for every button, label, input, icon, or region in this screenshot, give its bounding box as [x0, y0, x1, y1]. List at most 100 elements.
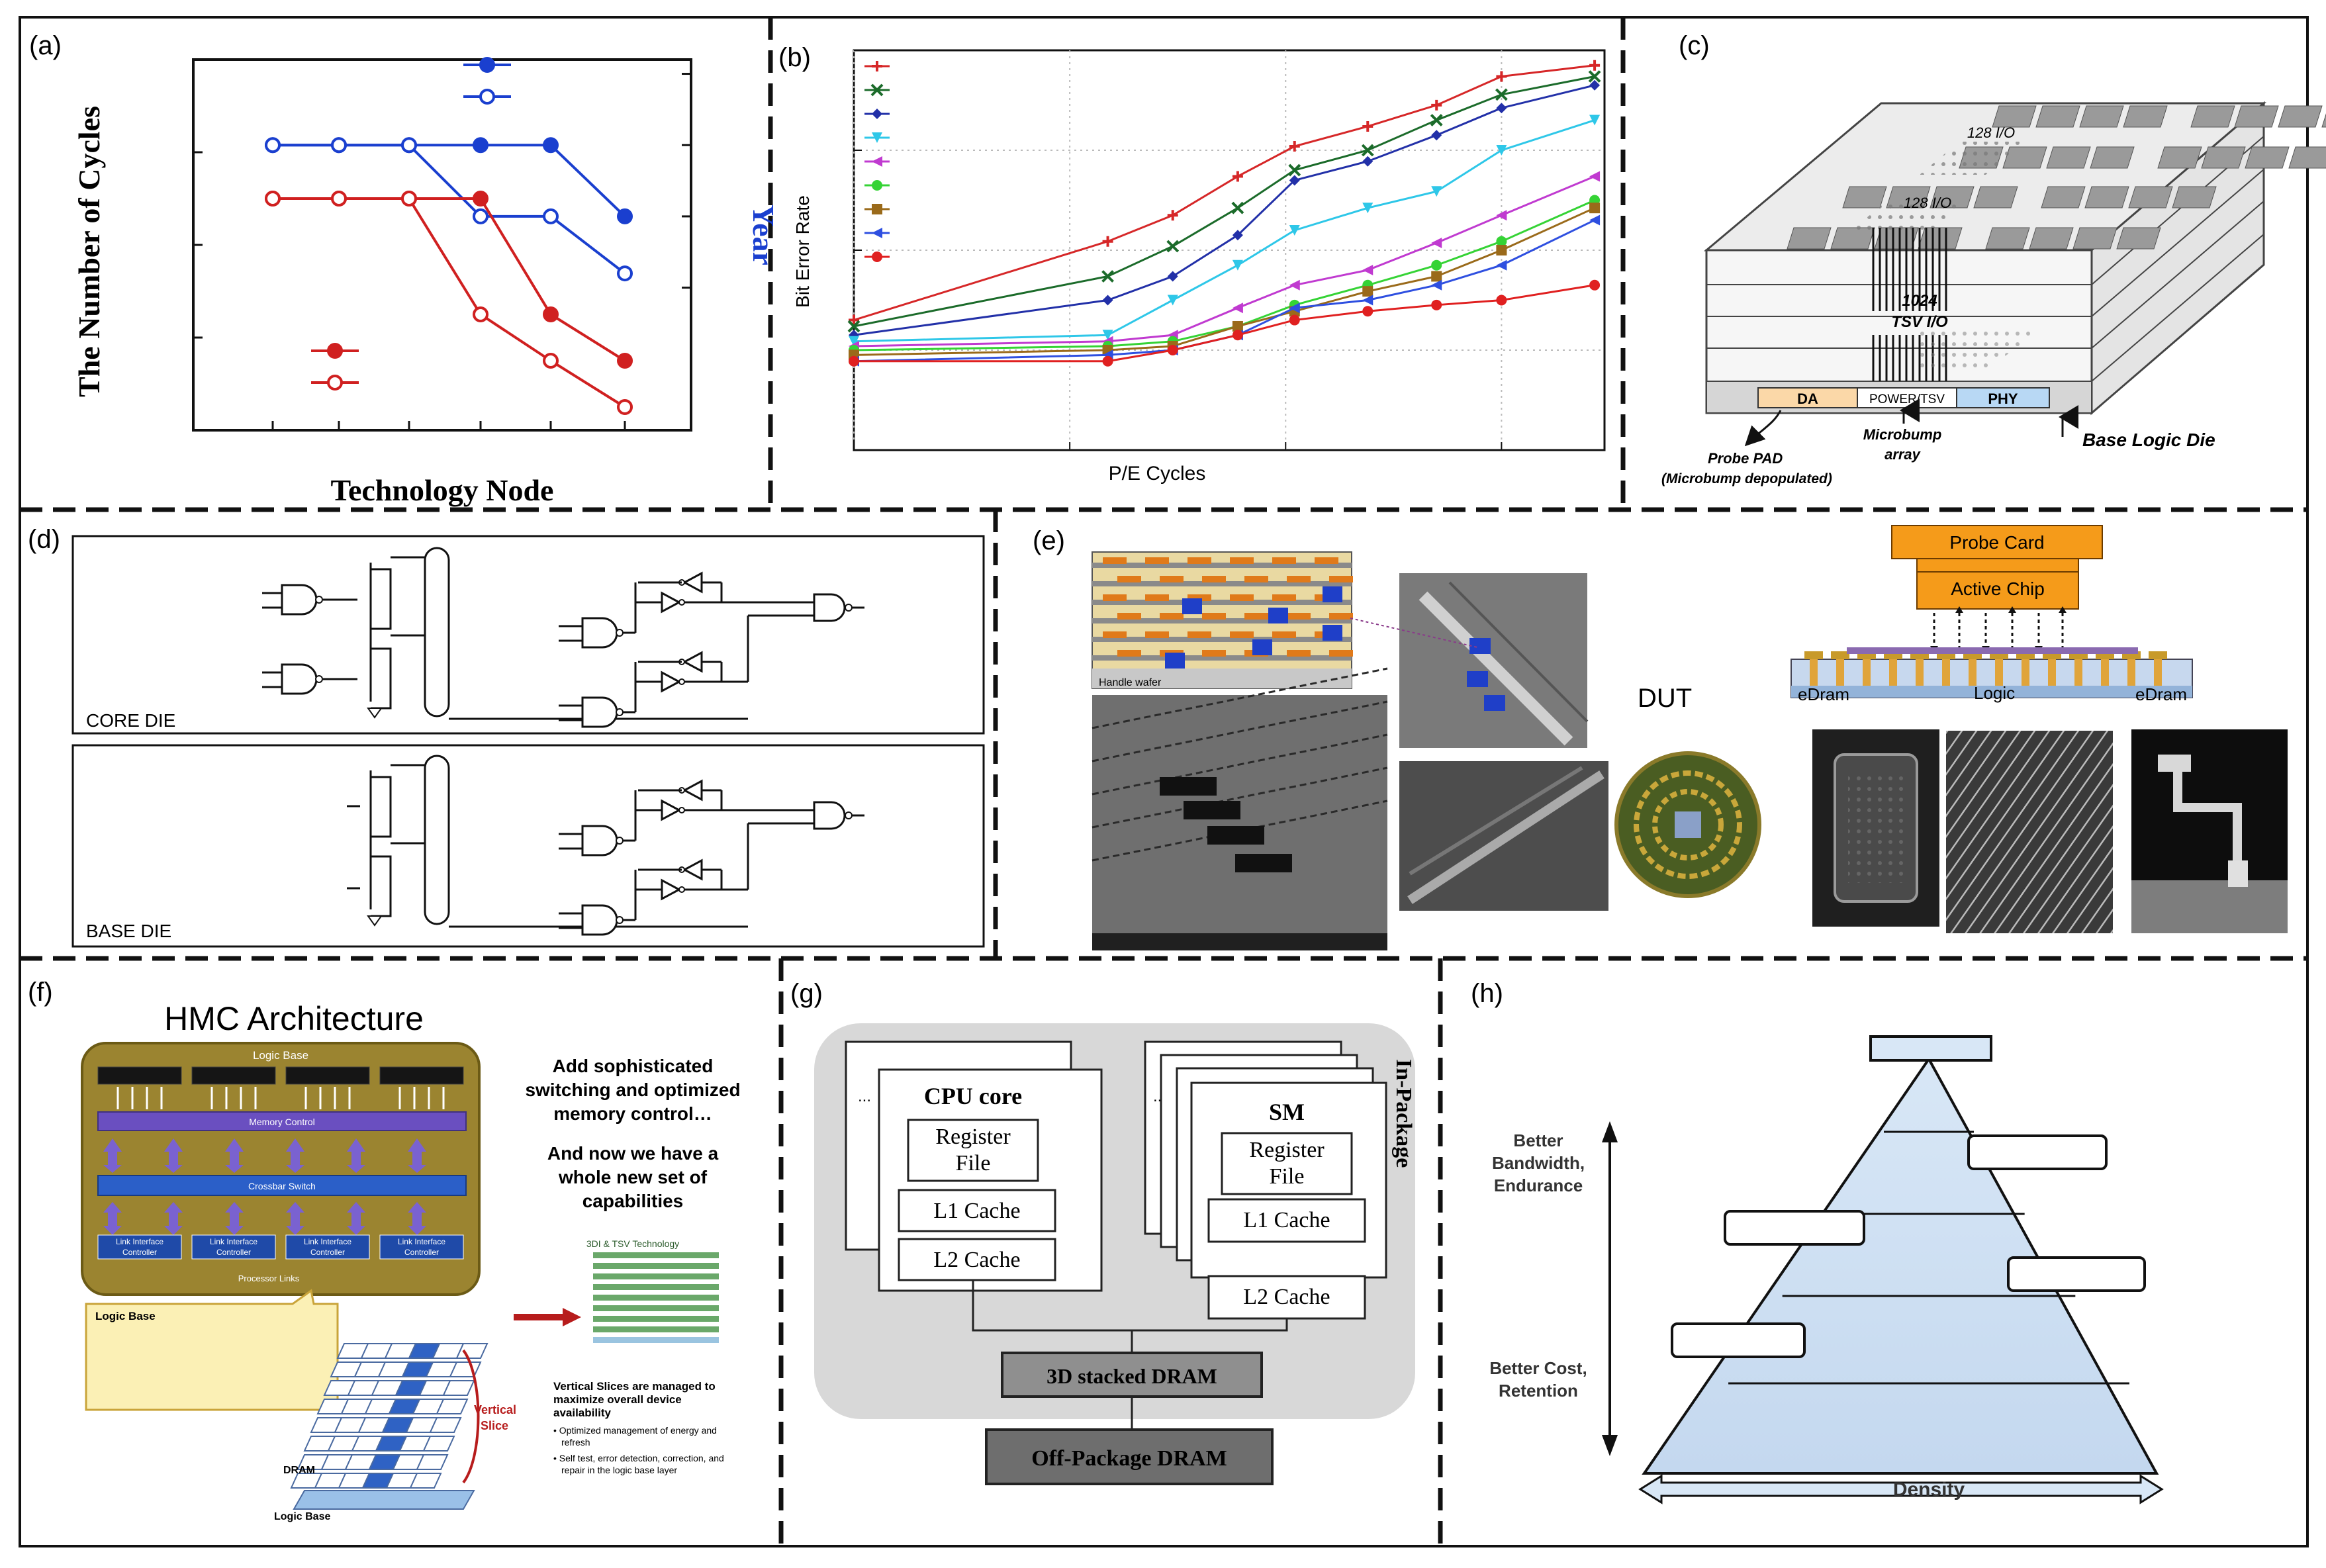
probe-card-label: Probe Card	[1949, 532, 2044, 553]
chart-b-point	[1430, 114, 1443, 126]
bank-cell	[2084, 186, 2129, 208]
dut-label: DUT	[1638, 684, 1692, 713]
dimension-box	[1184, 801, 1240, 819]
panel-b-bit-error-rate-chart: (b) Bit Error Rate P/E Cycles	[778, 43, 1606, 484]
dram-cube-cell	[416, 1454, 449, 1470]
chart-b-point	[1362, 286, 1373, 297]
chart-a-right-axis	[682, 73, 691, 289]
chart-b-point	[1289, 141, 1300, 152]
io-label-mid: 128 I/O	[1904, 195, 1951, 211]
chart-b-point	[1288, 163, 1301, 177]
chart-a-ylabel: The Number of Cycles	[72, 106, 106, 397]
link-controller-label: Link Interface	[210, 1237, 257, 1246]
chart-b-point	[1232, 230, 1243, 241]
chart-b-point	[1167, 295, 1178, 306]
bank-cell	[2116, 227, 2161, 250]
chart-b-xlabel: P/E Cycles	[1109, 463, 1206, 484]
inverter	[682, 858, 703, 881]
bank-cell	[2029, 227, 2074, 250]
inverter	[682, 779, 703, 802]
chart-b-point	[1167, 271, 1178, 282]
chart-b-point	[872, 228, 882, 238]
chart-b-point	[872, 156, 882, 167]
chart-b-point	[1232, 302, 1243, 314]
chart-b-point	[1431, 279, 1442, 291]
link-controller-box	[191, 1234, 276, 1260]
link-controller-box	[379, 1234, 464, 1260]
dram-cube-cell	[422, 1436, 455, 1452]
chart-b-point	[1362, 120, 1373, 132]
probe-pad-label: Probe PAD	[1708, 450, 1783, 467]
chart-b-point	[1362, 156, 1373, 167]
panel-c-hbm-stack-diagram: (c) 128 I/O 128 I/O 1024 TSV I/O	[1661, 31, 2326, 486]
bank-cell	[2321, 113, 2326, 128]
inverter	[661, 670, 682, 693]
panel-f-hmc-architecture: (f) HMC Architecture Logic Base Link Int…	[28, 978, 741, 1522]
cpu-l1-cache	[898, 1189, 1056, 1232]
bank-cell	[1842, 186, 1887, 208]
chart-b-point	[1232, 320, 1243, 332]
chart-b-point	[1289, 224, 1300, 236]
inverter	[682, 571, 703, 594]
chart-b-series-line	[853, 64, 1595, 321]
edram-right-label: eDram	[2135, 684, 2187, 704]
chart-a-left-axis	[193, 58, 203, 432]
chart-b-ylabel: Bit Error Rate	[792, 195, 813, 308]
tag-box	[1484, 695, 1505, 711]
chart-b-point	[1166, 240, 1180, 253]
chart-a-series-line	[273, 144, 626, 275]
edram-left-label: eDram	[1798, 684, 1849, 704]
nand-gate	[281, 663, 318, 695]
bank-cell	[1985, 227, 2030, 250]
dram-cube-cell	[429, 1417, 462, 1433]
bank-cell	[2090, 146, 2135, 169]
chart-b-point	[1431, 259, 1442, 271]
panel-h-memory-hierarchy-pyramid: (h) Better Bandwidth, Endurance Better C…	[1471, 979, 2164, 1504]
tsv-layer	[593, 1263, 719, 1269]
core-die-label: CORE DIE	[86, 710, 175, 731]
chart-a-point	[473, 306, 488, 322]
bank-cell	[1973, 186, 2018, 208]
dimension-box	[1207, 826, 1264, 845]
bank-cell	[2278, 105, 2323, 128]
chart-b-point	[1102, 330, 1113, 341]
panel-label-e: (e)	[1033, 526, 1065, 555]
processor-links-label: Processor Links	[238, 1273, 300, 1283]
tag-box	[1323, 586, 1342, 602]
vs-item-2b: repair in the logic base layer	[561, 1465, 677, 1475]
io-label-top: 128 I/O	[1967, 124, 2015, 141]
bank-cell	[2046, 146, 2091, 169]
chart-a-series-line	[273, 144, 626, 218]
dram-label: DRAM	[283, 1465, 315, 1476]
cpu-l1-label: L1 Cache	[933, 1199, 1020, 1223]
chart-b-point	[1232, 259, 1243, 271]
tech-box	[1967, 1134, 2108, 1170]
text-add-sophisticated-2: switching and optimized	[525, 1080, 740, 1100]
chart-a-point	[265, 191, 281, 207]
chart-b-point	[1362, 203, 1373, 214]
handle-wafer-label: Handle wafer	[1099, 677, 1162, 688]
chart-b-point	[1289, 314, 1300, 326]
chart-b-point	[1589, 79, 1601, 91]
panel-label-h: (h)	[1471, 979, 1503, 1008]
chart-b-point	[849, 336, 859, 347]
tsv-pillar	[424, 547, 450, 717]
nand-gate	[581, 696, 618, 728]
tsv-layer	[593, 1316, 719, 1322]
dram-cube	[290, 1343, 488, 1510]
chart-b-x-axis	[853, 442, 1503, 450]
chart-b-point	[1232, 171, 1243, 182]
stacked-dram-box	[1001, 1352, 1263, 1398]
bank-cell	[2172, 186, 2217, 208]
chart-b-point	[872, 204, 882, 214]
bank-cell	[2288, 146, 2326, 169]
chart-b-point	[1589, 214, 1601, 226]
panel-g-in-package-memory: (g) In-Package ... CPU core Register Fil…	[790, 979, 1416, 1485]
tag-box	[1469, 638, 1491, 654]
memory-control-label: Memory Control	[249, 1117, 315, 1127]
chart-a-point	[617, 399, 633, 415]
chart-b-point	[1431, 99, 1442, 111]
panel-d-repair-circuit: (d) CORE DIE BASE DIE	[28, 525, 985, 948]
output-nand	[813, 801, 846, 830]
base-die-label: BASE DIE	[86, 921, 171, 941]
